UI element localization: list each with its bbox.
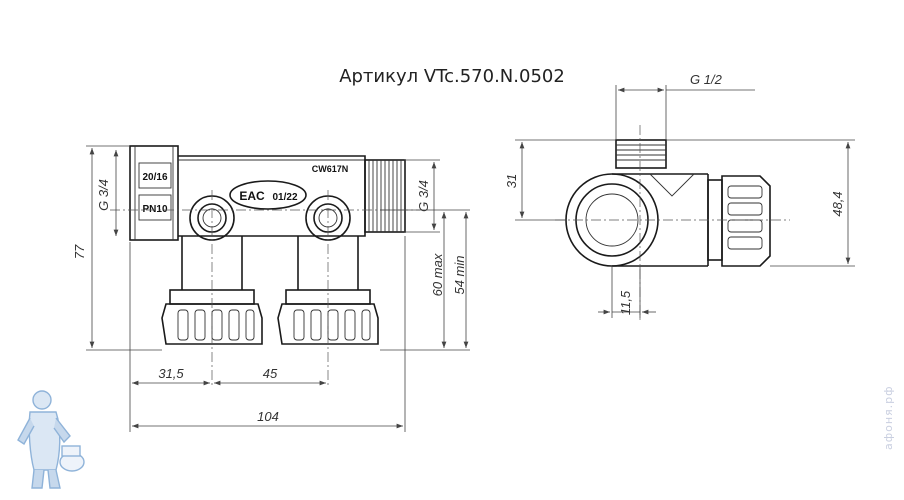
front-dimensions: 77 G 3/4 G 3/4 60 max 54 min 31,5 45 104 <box>72 145 470 432</box>
drawing-title: Артикул VTc.570.N.0502 <box>0 66 904 87</box>
dim-thread-right: G 3/4 <box>416 180 431 212</box>
pressure-marking: PN10 <box>142 204 167 215</box>
size-marking: 20/16 <box>142 172 167 183</box>
leg-left <box>181 236 243 290</box>
dim-side-height-right: 48,4 <box>830 191 845 216</box>
side-view: G 1/2 31 48,4 11,5 <box>504 72 855 320</box>
plumber-mascot-logo <box>17 390 85 489</box>
dim-height: 77 <box>72 244 87 259</box>
side-top-thread <box>615 139 667 169</box>
dim-height-max: 60 max <box>430 253 445 296</box>
material-marking: CW617N <box>312 164 349 174</box>
eac-stamp <box>229 180 307 210</box>
leg-right <box>297 236 359 290</box>
left-nut <box>129 145 179 241</box>
side-dimensions: G 1/2 31 48,4 11,5 <box>504 72 855 318</box>
dim-side-bottom: 11,5 <box>618 290 633 315</box>
watermark-text: афоня.рф <box>882 385 895 450</box>
dim-height-min: 54 min <box>452 255 467 294</box>
date-marking: 01/22 <box>272 192 297 203</box>
dim-pitch: 45 <box>263 366 278 381</box>
dim-side-height-left: 31 <box>504 174 519 188</box>
dim-thread-top: G 1/2 <box>690 72 723 87</box>
side-compression-nut <box>707 175 771 267</box>
dim-offset: 31,5 <box>158 366 184 381</box>
dim-thread-left: G 3/4 <box>96 179 111 211</box>
cert-marking: EAC <box>239 189 265 203</box>
front-view: 20/16 PN10 EAC 01/22 CW617N <box>72 145 470 432</box>
dim-length: 104 <box>257 409 279 424</box>
title-text: Артикул VTc.570.N.0502 <box>339 66 565 87</box>
